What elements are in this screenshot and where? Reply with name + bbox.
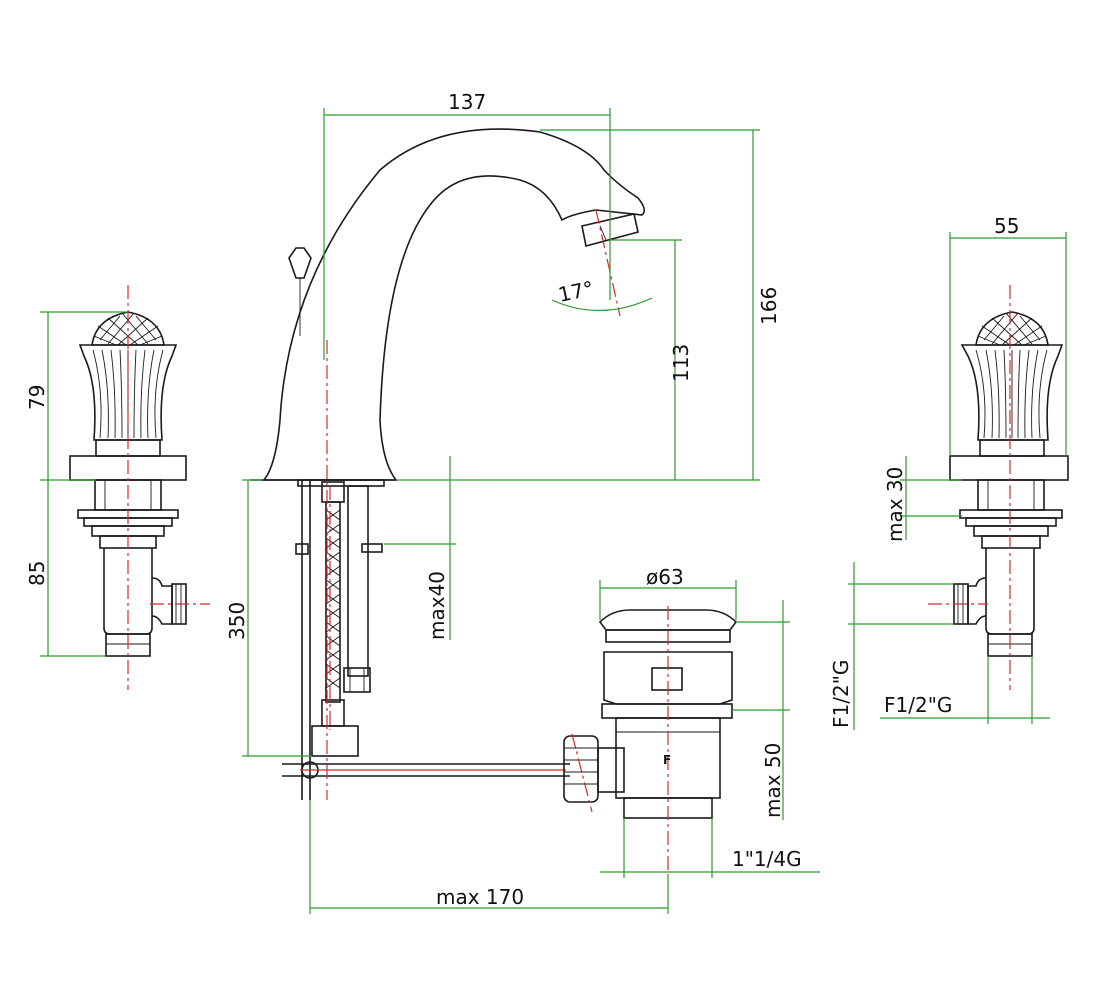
pop-up-waste: F — [563, 606, 738, 875]
dim-waste-max-deck: max 50 — [761, 743, 785, 818]
dim-outlet-height: 113 — [669, 344, 693, 382]
dim-handle-height: 79 — [25, 385, 49, 410]
dim-inlet-thread-horizontal: F1/2"G — [884, 693, 952, 717]
spout-assembly — [250, 128, 646, 800]
dim-valve-height: 85 — [25, 561, 49, 586]
dim-max-spread: max 170 — [436, 885, 524, 909]
dim-max-deck-left: max40 — [425, 571, 449, 640]
dim-waste-diameter: ø63 — [646, 565, 684, 589]
dim-waste-thread: 1"1/4G — [732, 847, 802, 871]
right-handle-valve — [928, 285, 1069, 690]
dim-max-deck-right: max 30 — [883, 467, 907, 542]
waste-letter: F — [663, 753, 671, 767]
dim-hose-length: 350 — [225, 602, 249, 640]
dim-outlet-angle: 17° — [556, 276, 596, 307]
dim-handle-width: 55 — [994, 214, 1019, 238]
left-handle-valve — [69, 285, 210, 690]
dim-spout-reach: 137 — [448, 90, 486, 114]
dimension-labels: 137 166 113 17° 55 79 85 350 max40 max 3… — [25, 90, 1019, 909]
dim-spout-height: 166 — [757, 287, 781, 325]
dim-inlet-thread-vertical: F1/2"G — [829, 660, 853, 728]
dimension-lines — [40, 108, 1067, 914]
